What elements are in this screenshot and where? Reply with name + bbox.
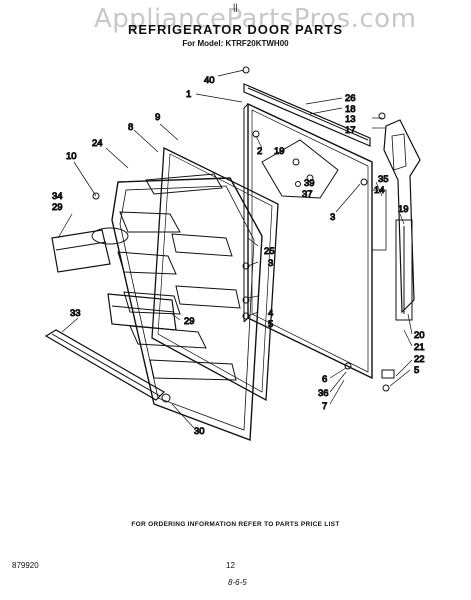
handle-assembly — [371, 119, 421, 321]
door-gasket — [151, 146, 279, 402]
page-number: 12 — [226, 561, 235, 570]
callout-6: 6 — [322, 374, 327, 385]
callout-10: 10 — [66, 151, 77, 162]
callout-36: 36 — [318, 388, 329, 399]
outer-door-panel — [243, 102, 373, 380]
callout-25: 25 — [264, 246, 275, 257]
callout-3-upper: 3 — [330, 212, 335, 223]
document-code: 879920 — [12, 561, 39, 570]
callout-22: 22 — [414, 354, 425, 365]
hinge-cover — [261, 139, 339, 199]
model-line: For Model: KTRF20KTWH00 — [182, 39, 289, 48]
callout-2: 2 — [257, 146, 262, 157]
shelf-bin-lower — [107, 293, 177, 331]
callout-20: 20 — [414, 330, 425, 341]
callout-30: 30 — [194, 426, 205, 437]
door-liner — [111, 173, 263, 441]
watermark-text: AppliancePartsPros.com — [94, 4, 417, 34]
callout-5-right: 5 — [414, 365, 419, 376]
callout-5-left: 5 — [268, 319, 273, 330]
leader-lines — [57, 69, 413, 429]
callout-1: 1 — [186, 89, 191, 100]
callout-14: 14 — [374, 185, 385, 196]
callout-37: 37 — [302, 189, 313, 200]
callout-35: 35 — [378, 174, 389, 185]
fasteners — [92, 66, 395, 403]
callout-8: 8 — [128, 122, 133, 133]
callout-26: 26 — [345, 93, 356, 104]
callout-17: 17 — [345, 125, 356, 136]
tick-mark: || — [233, 2, 238, 12]
callout-7: 7 — [322, 401, 327, 412]
callout-39: 39 — [304, 178, 315, 189]
callout-18: 18 — [345, 104, 356, 115]
callout-19-handle: 19 — [398, 204, 409, 215]
shelf-bin-upper — [51, 227, 129, 273]
callout-24: 24 — [92, 138, 103, 149]
bottom-trim-strip — [44, 329, 165, 401]
callout-21: 21 — [414, 342, 425, 353]
callout-19-hinge: 19 — [274, 146, 285, 157]
callout-13: 13 — [345, 114, 356, 125]
callout-33: 33 — [70, 308, 81, 319]
ordering-note: FOR ORDERING INFORMATION REFER TO PARTS … — [131, 521, 340, 528]
callout-40: 40 — [204, 75, 215, 86]
callout-9: 9 — [155, 112, 160, 123]
revision-date: 8-6-5 — [228, 578, 247, 587]
diagram-title: REFRIGERATOR DOOR PARTS — [127, 22, 344, 37]
callout-29-lower: 29 — [184, 316, 195, 327]
callout-4: 4 — [268, 308, 273, 319]
callout-3-lower: 3 — [268, 258, 273, 269]
top-trim-strip — [243, 83, 371, 147]
callout-34: 34 — [52, 191, 63, 202]
callout-29-upper: 29 — [52, 202, 63, 213]
